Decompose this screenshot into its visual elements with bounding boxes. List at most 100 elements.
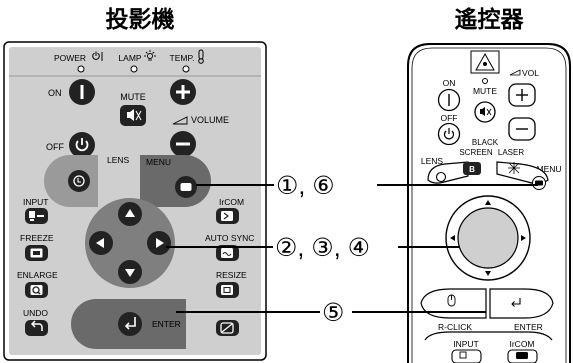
- arrow-down-icon: [485, 271, 491, 276]
- left-button[interactable]: [89, 231, 113, 255]
- auto-sync-button[interactable]: [216, 245, 239, 261]
- enter-icon: [124, 317, 136, 330]
- volume-ramp-icon: [172, 116, 188, 125]
- remote-on-button[interactable]: [437, 88, 461, 112]
- remote-lens-label: LENS: [421, 156, 444, 166]
- remote-mute-button[interactable]: [474, 101, 496, 123]
- freeze-icon: [30, 248, 43, 258]
- ircom-label: IrCOM: [219, 197, 244, 207]
- undo-button[interactable]: [25, 320, 48, 336]
- lamp-indicator-label: LAMP: [118, 53, 141, 63]
- lamp-icon: [144, 50, 156, 61]
- thermometer-icon: [198, 49, 204, 64]
- lamp-indicator-light: [130, 65, 138, 73]
- black-screen-button[interactable]: B: [463, 162, 481, 175]
- up-button[interactable]: [118, 202, 142, 226]
- black-screen-label-line2: SCREEN: [459, 148, 493, 157]
- arrow-left-icon: [450, 235, 455, 241]
- direction-pad: [85, 198, 175, 288]
- right-button[interactable]: [147, 231, 171, 255]
- remote-off-button[interactable]: [437, 122, 461, 146]
- arrow-up-icon: [125, 209, 135, 217]
- ircom-icon: [221, 211, 233, 221]
- input-label: INPUT: [23, 197, 49, 207]
- mute-icon: [127, 109, 142, 121]
- temp-indicator-light: [182, 65, 190, 73]
- remote-on-label: ON: [443, 78, 456, 88]
- on-label: ON: [48, 88, 62, 98]
- auto-sync-label: AUTO SYNC: [205, 233, 254, 243]
- remote-control: ON MUTE VOL OFF: [407, 43, 571, 363]
- laser-icon: [508, 162, 520, 174]
- r-click-button[interactable]: [420, 288, 487, 319]
- remote-input-label: INPUT: [453, 339, 479, 349]
- projector-panel: POWER LAMP TEMP. ON OFF: [3, 41, 267, 361]
- power-icon: [92, 51, 103, 61]
- resize-button[interactable]: [216, 282, 239, 298]
- enlarge-label: ENLARGE: [17, 270, 58, 280]
- power-icon: [75, 138, 89, 152]
- ircom-button[interactable]: [216, 208, 239, 224]
- remote-menu-button[interactable]: [532, 176, 546, 190]
- volume-ramp-icon: [509, 69, 521, 76]
- menu-label: MENU: [146, 157, 171, 167]
- enter-icon: [511, 298, 521, 307]
- remote-ircom-label: IrCOM: [509, 339, 534, 349]
- undo-label: UNDO: [23, 308, 48, 318]
- input-icon: [459, 351, 467, 359]
- remote-volume-up-button[interactable]: [508, 83, 536, 107]
- lens-icon: [435, 171, 447, 183]
- remote-off-label: OFF: [441, 113, 458, 123]
- ircom-icon: [516, 352, 528, 359]
- remote-volume-down-button[interactable]: [508, 117, 536, 141]
- mute-button[interactable]: [120, 105, 146, 126]
- arrow-down-icon: [125, 269, 135, 277]
- resize-icon: [221, 285, 233, 295]
- callout-row2: ②, ③, ④: [275, 234, 370, 262]
- off-label: OFF: [46, 142, 64, 152]
- lens-icon: [73, 175, 85, 187]
- volume-down-button[interactable]: [170, 131, 196, 157]
- arrow-right-icon: [521, 235, 526, 241]
- remote-input-button[interactable]: [451, 349, 482, 363]
- menu-button[interactable]: [175, 176, 197, 198]
- remote-mute-label: MUTE: [473, 86, 497, 96]
- mute-label: MUTE: [120, 92, 146, 102]
- enlarge-button[interactable]: [25, 282, 48, 298]
- enter-label: ENTER: [152, 319, 181, 329]
- arrow-left-icon: [96, 238, 104, 248]
- power-icon: [443, 128, 455, 140]
- arrow-up-icon: [485, 200, 491, 205]
- enter-button[interactable]: [118, 312, 142, 336]
- freeze-label: FREEZE: [20, 233, 54, 243]
- remote-enter-label: ENTER: [514, 322, 543, 332]
- gamma-button[interactable]: [216, 320, 239, 336]
- temp-indicator-label: TEMP.: [170, 53, 195, 63]
- mute-icon: [480, 107, 492, 116]
- remote-vol-label: VOL: [522, 68, 539, 78]
- laser-warning-icon: [470, 50, 500, 74]
- remote-indicator-light: [482, 78, 488, 84]
- down-button[interactable]: [118, 260, 142, 284]
- lens-button[interactable]: [68, 170, 90, 192]
- projector-title: 投影機: [106, 6, 175, 32]
- callout-lines: [166, 184, 538, 313]
- arrow-right-icon: [156, 238, 164, 248]
- power-indicator-light: [77, 65, 85, 73]
- on-button[interactable]: [69, 79, 95, 105]
- volume-up-button[interactable]: [170, 79, 196, 105]
- laser-label: LASER: [498, 148, 524, 157]
- remote-enter-button[interactable]: [489, 288, 554, 319]
- undo-icon: [30, 320, 43, 331]
- remote-title: 遙控器: [455, 6, 525, 32]
- svg-text:B: B: [469, 165, 475, 174]
- off-button[interactable]: [69, 132, 95, 158]
- remote-ircom-button[interactable]: [507, 349, 538, 363]
- gamma-icon: [220, 322, 234, 334]
- remote-joystick[interactable]: [445, 195, 531, 281]
- input-button[interactable]: [25, 208, 48, 224]
- freeze-button[interactable]: [25, 245, 48, 261]
- callout-row3: ⑤: [322, 299, 344, 327]
- volume-label: VOLUME: [191, 115, 229, 125]
